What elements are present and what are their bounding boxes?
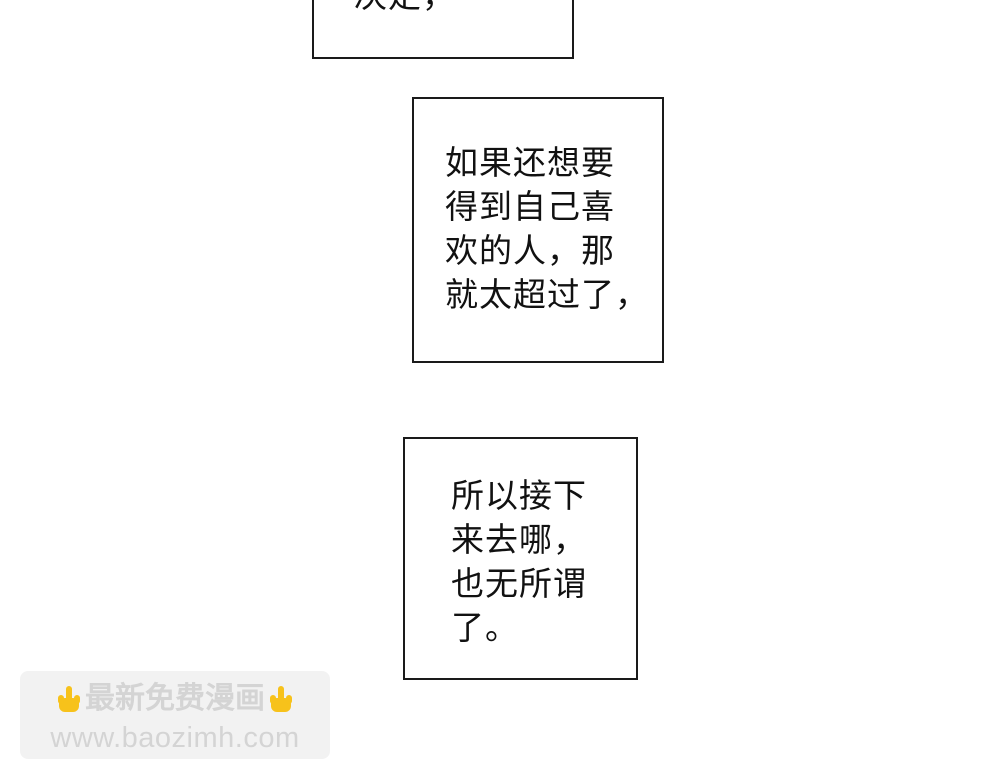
panel-bottom-text: 所以接下 来去哪， 也无所谓 了。 (451, 474, 587, 650)
speech-panel-bottom: 所以接下 来去哪， 也无所谓 了。 (403, 437, 638, 680)
watermark: 最新免费漫画 www.baozimh.com (20, 671, 330, 759)
watermark-url: www.baozimh.com (50, 722, 300, 754)
panel-middle-line-4: 就太超过了， (445, 275, 649, 314)
speech-panel-top: 决定， (312, 0, 574, 59)
panel-bottom-line-1: 所以接下 (451, 476, 587, 515)
pointing-down-hand-icon (58, 685, 80, 712)
panel-middle-text: 如果还想要 得到自己喜 欢的人，那 就太超过了， (445, 141, 649, 317)
panel-middle-line-1: 如果还想要 (445, 143, 615, 182)
panel-bottom-line-4: 了。 (451, 608, 519, 647)
pointing-down-hand-icon (270, 685, 292, 712)
panel-middle-line-2: 得到自己喜 (445, 187, 615, 226)
watermark-title-row: 最新免费漫画 (20, 681, 330, 717)
panel-middle-line-3: 欢的人，那 (445, 231, 615, 270)
panel-bottom-line-2: 来去哪， (451, 520, 587, 559)
panel-top-line-1: 决定， (354, 0, 456, 18)
speech-panel-middle: 如果还想要 得到自己喜 欢的人，那 就太超过了， (412, 97, 664, 363)
panel-top-text: 决定， (354, 0, 456, 18)
watermark-title: 最新免费漫画 (85, 681, 265, 716)
panel-bottom-line-3: 也无所谓 (451, 564, 587, 603)
